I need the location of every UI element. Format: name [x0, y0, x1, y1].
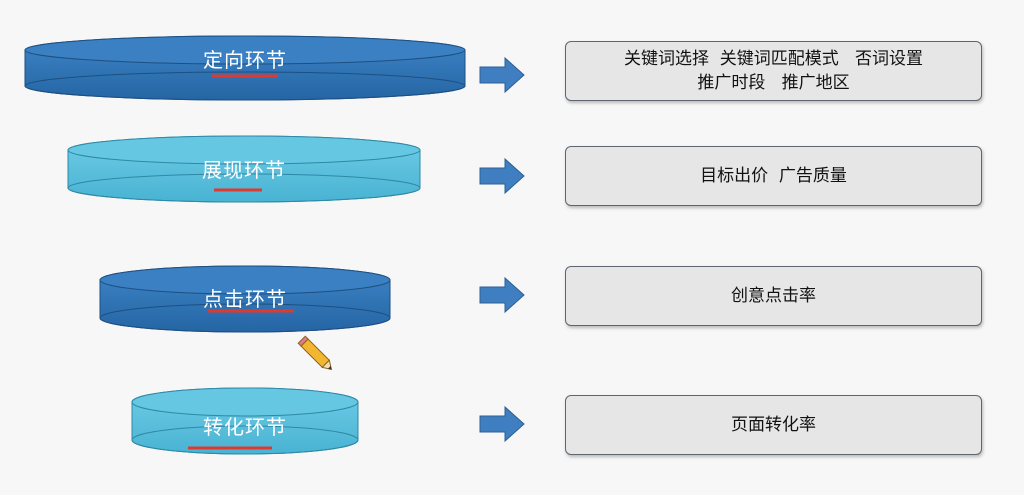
right-arrow-icon	[479, 157, 525, 195]
stage-disk-exposure	[67, 135, 421, 203]
detail-text: 推广时段 推广地区	[697, 73, 850, 93]
stage-disk-conversion	[131, 387, 359, 455]
right-arrow-icon	[479, 56, 525, 94]
detail-box-click: 创意点击率	[565, 266, 982, 326]
detail-text: 关键词选择 关键词匹配模式 否词设置	[623, 49, 924, 69]
stage-label-targeting: 定向环节	[203, 48, 287, 72]
right-arrow-icon	[479, 405, 525, 443]
detail-text: 页面转化率	[731, 415, 816, 435]
stage-disk-targeting	[24, 35, 466, 101]
stage-label-click: 点击环节	[203, 287, 287, 311]
stage-label-exposure: 展现环节	[202, 158, 286, 182]
detail-box-targeting: 关键词选择 关键词匹配模式 否词设置 推广时段 推广地区	[565, 41, 982, 101]
detail-text: 目标出价 广告质量	[700, 166, 847, 186]
detail-box-exposure: 目标出价 广告质量	[565, 146, 982, 206]
stage-disk-click	[99, 265, 391, 333]
right-arrow-icon	[479, 276, 525, 314]
detail-text: 创意点击率	[731, 286, 816, 306]
detail-box-conversion: 页面转化率	[565, 395, 982, 455]
stage-label-conversion: 转化环节	[203, 415, 287, 439]
pencil-icon	[297, 335, 333, 371]
